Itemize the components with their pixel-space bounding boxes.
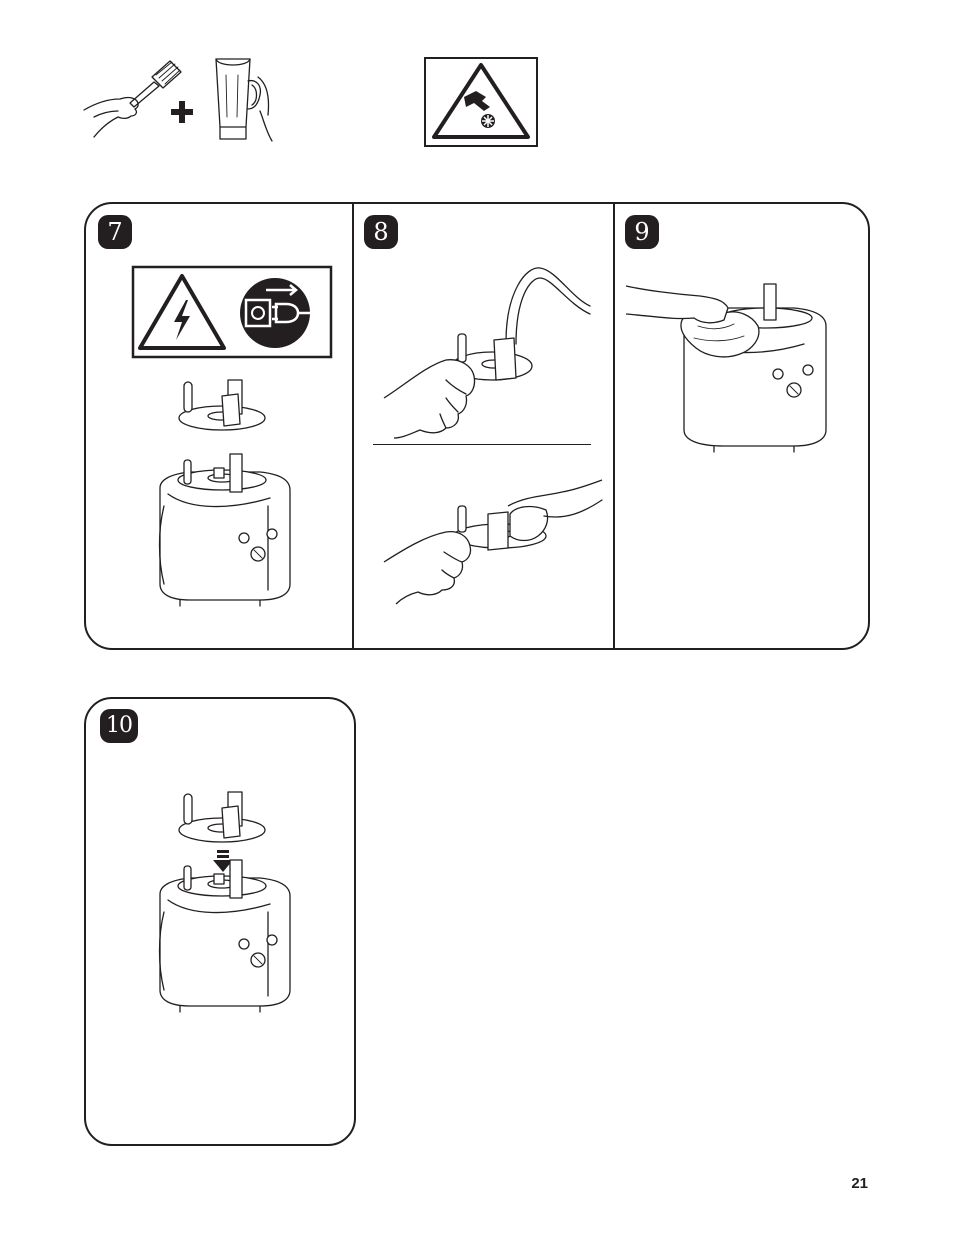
panel-divider [352,203,354,649]
blade-assembly-above-base [178,786,278,846]
blender-base [150,856,300,1016]
blender-base-with-blade [150,450,300,610]
step-number: 9 [625,215,659,249]
page-number: 21 [851,1175,868,1192]
blade-assembly [178,374,278,434]
unplug-icon [238,276,312,350]
hand-blade-warning-icon [424,57,538,147]
wipe-base-with-cloth [624,280,844,460]
plus-icon [170,100,194,124]
rinse-under-faucet [376,262,596,442]
step-8-separator [373,444,591,445]
step-number: 8 [364,215,398,249]
panel-divider [613,203,615,649]
wipe-blade-by-hand [376,476,606,606]
step-number: 10 [100,709,138,743]
pitcher-hand-icon [208,55,278,145]
step-number: 7 [98,215,132,249]
